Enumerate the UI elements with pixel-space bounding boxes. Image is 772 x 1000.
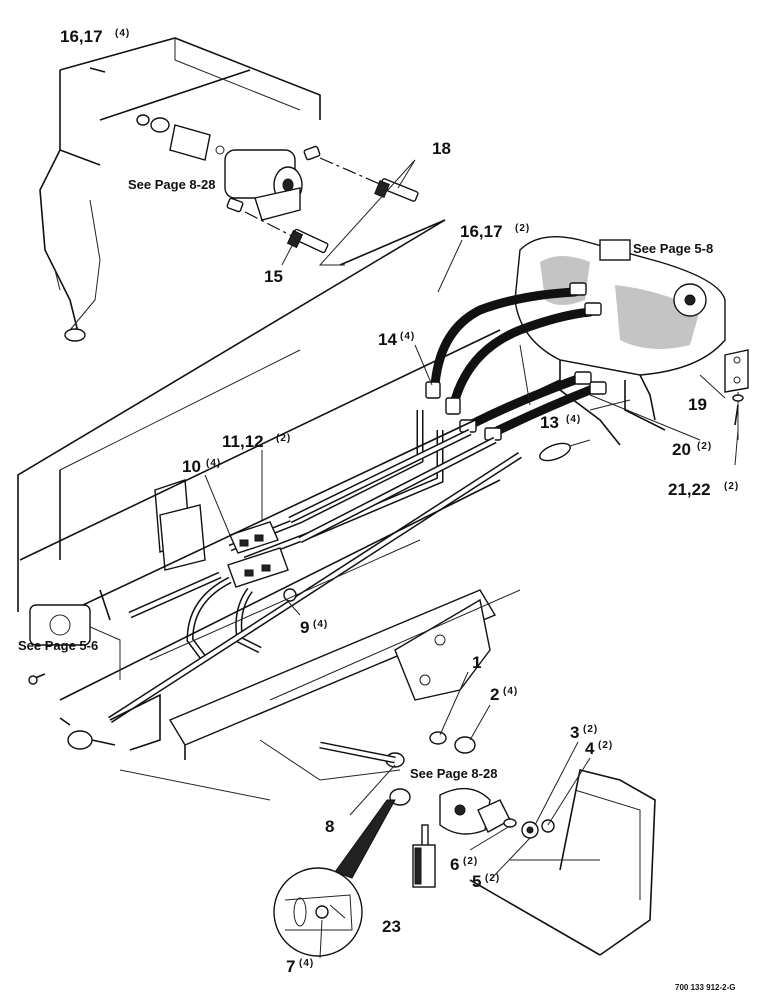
- callout-4: 4 (2): [585, 739, 613, 758]
- manifold-blocks: [154, 479, 297, 602]
- hydraulic-motor-upper: [136, 114, 321, 221]
- svg-text:11,12: 11,12: [222, 432, 264, 451]
- svg-text:1: 1: [472, 653, 481, 672]
- callout-20: 20 (2): [672, 440, 712, 459]
- svg-text:(2): (2): [276, 433, 291, 444]
- svg-text:(2): (2): [598, 740, 613, 751]
- bracket-19: [724, 349, 749, 393]
- svg-text:(2): (2): [583, 724, 598, 735]
- svg-text:20: 20: [672, 440, 691, 459]
- svg-text:16,17: 16,17: [460, 222, 503, 241]
- svg-text:(4): (4): [115, 28, 130, 39]
- svg-text:(4): (4): [503, 686, 518, 697]
- svg-text:3: 3: [570, 723, 579, 742]
- svg-text:2: 2: [490, 685, 499, 704]
- reference-see-page-8-28-top: See Page 8-28: [128, 177, 215, 192]
- callout-13: 13 (4): [540, 413, 581, 432]
- svg-text:18: 18: [432, 139, 451, 158]
- left-gearbox: [28, 604, 91, 685]
- svg-text:21,22: 21,22: [668, 480, 711, 499]
- callout-7: 7 (4): [286, 957, 314, 976]
- adapter-fitting-18: [374, 178, 419, 202]
- callout-15: 15: [264, 267, 283, 286]
- callout-23: 23: [382, 917, 401, 936]
- leader-lines: [204, 159, 739, 959]
- callout-5: 5 (2): [472, 872, 500, 891]
- bolt-16-top: [89, 67, 106, 73]
- frame-outline-lines: [17, 219, 446, 612]
- svg-text:(2): (2): [463, 856, 478, 867]
- svg-text:(4): (4): [299, 958, 314, 969]
- callout-9: 9 (4): [300, 618, 328, 637]
- reference-see-page-5-6: See Page 5-6: [18, 638, 98, 653]
- lower-frame: [19, 329, 561, 801]
- callout-6: 6 (2): [450, 855, 478, 874]
- svg-text:(4): (4): [313, 619, 328, 630]
- svg-text:14: 14: [378, 330, 397, 349]
- svg-text:6: 6: [450, 855, 459, 874]
- callout-19: 19: [688, 395, 707, 414]
- callout-18: 18: [432, 139, 451, 158]
- svg-text:(4): (4): [566, 414, 581, 425]
- svg-text:(4): (4): [206, 458, 221, 469]
- reference-see-page-8-28-bottom: See Page 8-28: [410, 766, 497, 781]
- svg-text:7: 7: [286, 957, 295, 976]
- callout-21-22: 21,22 (2): [668, 480, 739, 499]
- callout-1: 1: [472, 653, 481, 672]
- svg-text:5: 5: [472, 872, 481, 891]
- callout-16-17-top: 16,17 (4): [60, 27, 130, 46]
- gearbox-assembly: [514, 235, 749, 446]
- callout-3: 3 (2): [570, 723, 598, 742]
- svg-text:(2): (2): [724, 481, 739, 492]
- svg-text:15: 15: [264, 267, 283, 286]
- svg-text:(2): (2): [515, 223, 530, 234]
- svg-text:13: 13: [540, 413, 559, 432]
- svg-text:10: 10: [182, 457, 201, 476]
- svg-text:9: 9: [300, 618, 309, 637]
- callout-11-12: 11,12 (2): [222, 432, 291, 451]
- steel-tube-lines: [108, 410, 591, 723]
- callout-8: 8: [325, 817, 334, 836]
- svg-text:(2): (2): [485, 873, 500, 884]
- cylinder-23: [412, 824, 436, 888]
- upper-frame-assembly: [39, 37, 419, 342]
- svg-text:16,17: 16,17: [60, 27, 103, 46]
- hydraulic-motor-lower: [439, 787, 511, 835]
- callout-10: 10 (4): [182, 457, 221, 476]
- svg-text:(2): (2): [697, 441, 712, 452]
- lower-right-assembly: [319, 731, 656, 956]
- adapter-fitting-15: [286, 228, 329, 254]
- svg-text:(4): (4): [400, 331, 415, 342]
- hydraulic-hoses: [425, 282, 607, 441]
- detail-circle-7: [273, 799, 396, 957]
- callout-14: 14 (4): [378, 330, 415, 349]
- lower-left-fitting: [59, 717, 116, 750]
- svg-text:8: 8: [325, 817, 334, 836]
- callout-16-17-mid: 16,17 (2): [460, 222, 530, 241]
- figure-code: 700 133 912-2-G: [675, 983, 736, 992]
- svg-text:23: 23: [382, 917, 401, 936]
- reference-see-page-5-8: See Page 5-8: [633, 241, 713, 256]
- callout-2: 2 (4): [490, 685, 518, 704]
- svg-text:19: 19: [688, 395, 707, 414]
- svg-text:4: 4: [585, 739, 595, 758]
